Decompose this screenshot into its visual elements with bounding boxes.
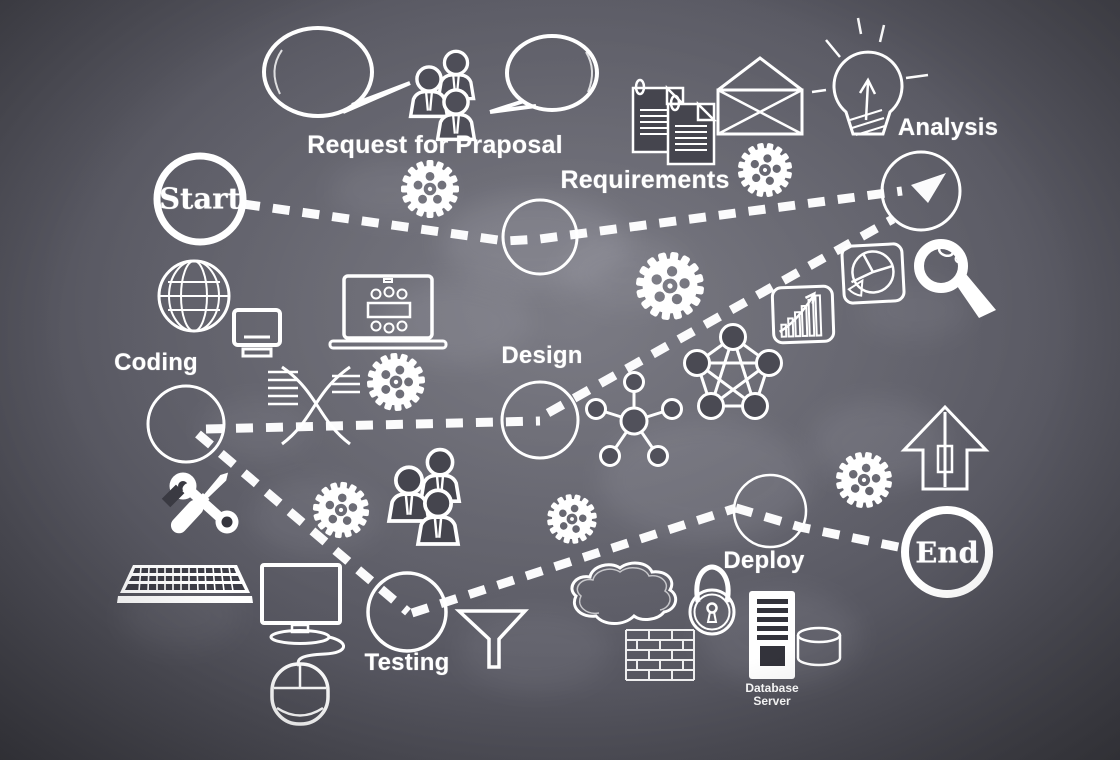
testing-team-icon — [387, 447, 462, 546]
envelope-icon — [716, 56, 804, 136]
database-server-label-line2: Server — [753, 694, 791, 708]
code-crossover-icon — [268, 365, 360, 446]
speech-bubble-left-icon — [262, 26, 411, 118]
database-cylinder-icon — [796, 626, 842, 667]
end-label: End — [915, 535, 979, 570]
design-label: Design — [501, 342, 583, 369]
flow-arrowhead — [911, 173, 946, 203]
magnifier-icon — [914, 239, 996, 318]
requirements-label: Requirements — [560, 166, 730, 194]
testing-label: Testing — [364, 649, 450, 676]
start-label: Start — [159, 181, 241, 216]
flow-connectors — [195, 186, 909, 618]
idea-bulb-icon — [811, 17, 929, 136]
pie-chart-icon — [840, 242, 906, 305]
funnel-icon — [454, 609, 530, 669]
database-server-icon — [749, 591, 795, 679]
start-node-circle — [153, 152, 247, 246]
keyboard-icon — [117, 565, 253, 603]
analysis-label: Analysis — [897, 114, 999, 141]
end-node-circle — [901, 506, 993, 598]
desktop-computer-icon — [232, 308, 282, 358]
analysis-node-circle — [880, 150, 962, 232]
bar-chart-icon — [770, 284, 836, 345]
wrench-screwdriver-icon — [161, 472, 239, 534]
network-pentagon-icon — [683, 323, 783, 420]
requirements-node-circle — [501, 198, 579, 276]
monitor-mouse-icon — [260, 563, 345, 726]
padlock-icon — [688, 564, 736, 636]
coding-label: Coding — [114, 349, 198, 376]
molecule-hub-icon — [585, 371, 683, 467]
coding-node-circle — [146, 384, 226, 464]
design-node-circle — [500, 380, 580, 460]
testing-node-circle — [366, 571, 448, 653]
deploy-node-circle — [732, 473, 808, 549]
cloud-icon — [570, 561, 678, 625]
globe-icon — [157, 259, 231, 333]
upload-home-arrow-icon — [900, 404, 990, 491]
request-for-proposal-label: Request for Praposal — [307, 131, 563, 159]
database-server-label-line1: Database — [745, 681, 799, 695]
documents-icon — [631, 78, 718, 166]
firewall-wall-icon — [625, 629, 695, 681]
speech-bubble-right-icon — [489, 34, 599, 114]
discussion-team-icon — [408, 49, 477, 142]
laptop-meeting-icon — [328, 274, 448, 350]
deploy-label: Deploy — [723, 547, 805, 574]
